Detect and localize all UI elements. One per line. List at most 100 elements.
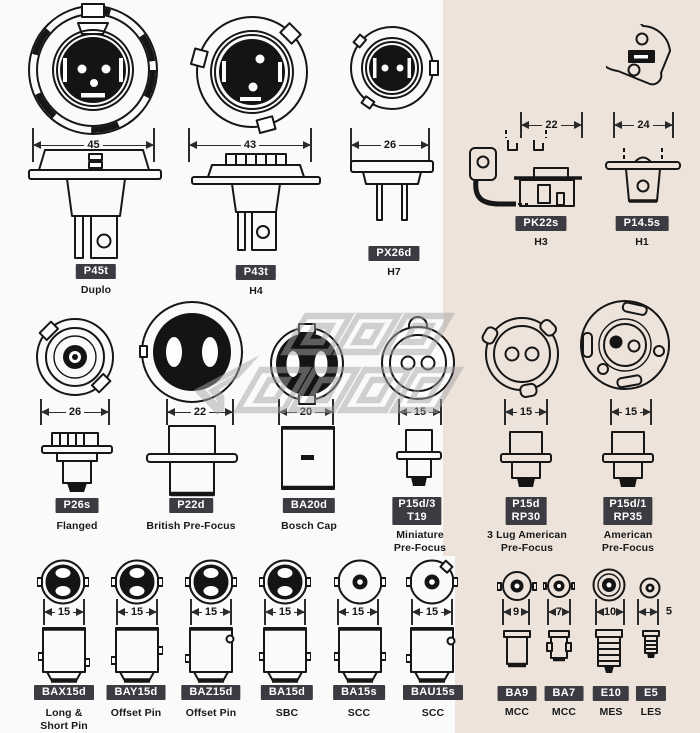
p15d1-rp35-face-view: [580, 300, 670, 390]
p15d-rp30-side-view: [500, 431, 552, 487]
dimension-pk22s: 22: [520, 112, 583, 138]
caption-ba15s: SCC: [347, 707, 371, 719]
badge-ba15s: BA15s: [333, 685, 385, 700]
p14-5s-face-view: [606, 24, 671, 86]
badge-ba7: BA7: [544, 686, 584, 701]
dimension-e5: 5: [637, 599, 672, 625]
caption-bax15d: Long & Short Pin: [40, 707, 88, 732]
dim-value: 22: [193, 405, 207, 418]
px26d-side-view: [350, 160, 434, 221]
p22d-face-view: [139, 301, 243, 403]
watermark-logo: [193, 312, 464, 415]
dim-value: 15: [57, 605, 71, 618]
ba15d-side-view: [259, 627, 311, 683]
dimension-ba7: 7: [547, 599, 571, 625]
dimension-p26s: 26: [40, 399, 110, 425]
badge-p22d: P22d: [169, 498, 213, 513]
badge-ba20d: BA20d: [282, 498, 336, 513]
dim-value: 15: [278, 605, 292, 618]
dim-value: 15: [519, 405, 533, 418]
badge-p26s: P26s: [55, 498, 99, 513]
caption-ba9: MCC: [504, 706, 530, 718]
badge-bay15d: BAY15d: [106, 685, 166, 700]
caption-p15d-rp30: 3 Lug American Pre-Focus: [487, 529, 567, 554]
p14-5s-side-view: [605, 148, 681, 203]
dim-value: 15: [204, 605, 218, 618]
badge-ba15d: BA15d: [260, 685, 314, 700]
p15d-rp30-face-view: [481, 317, 559, 398]
badge-pk22s: PK22s: [515, 216, 567, 231]
ba15s-face-view: [334, 559, 386, 605]
caption-p15d3: Miniature Pre-Focus: [393, 529, 447, 554]
dimension-ba15s: 15: [337, 599, 379, 625]
dimension-baz15d: 15: [190, 599, 232, 625]
caption-bau15s: SCC: [421, 707, 445, 719]
badge-px26d: PX26d: [368, 246, 420, 261]
ba9-side-view: [503, 630, 531, 668]
dimension-p14-5s: 24: [613, 112, 674, 138]
caption-baz15d: Offset Pin: [185, 707, 237, 719]
dimension-bax15d: 15: [43, 599, 85, 625]
e10-side-view: [595, 629, 623, 673]
dim-value: 15: [351, 605, 365, 618]
p43t-face-view: [190, 16, 308, 134]
ba15s-side-view: [334, 627, 386, 683]
dimension-bay15d: 15: [116, 599, 158, 625]
e5-side-view: [642, 630, 660, 658]
p45t-side-view: [28, 149, 162, 259]
dim-value: 10: [603, 605, 617, 618]
bau15s-side-view: [406, 627, 456, 683]
caption-ba15d: SBC: [275, 707, 299, 719]
e10-face-view: [592, 568, 626, 602]
dimension-p45t: 45: [32, 128, 155, 162]
dimension-p15d1-rp35: 15: [610, 399, 652, 425]
badge-baz15d: BAZ15d: [181, 685, 241, 700]
caption-p15d1-rp35: American Pre-Focus: [601, 529, 655, 554]
bax15d-side-view: [38, 627, 90, 683]
p15d1-rp35-side-view: [602, 431, 654, 487]
px26d-face-view: [350, 26, 439, 110]
badge-p45t: P45t: [75, 264, 117, 279]
p22d-side-view: [146, 425, 238, 497]
dimension-p15d-rp30: 15: [504, 399, 548, 425]
caption-p45t: Duplo: [80, 284, 112, 296]
caption-p26s: Flanged: [56, 520, 98, 532]
dim-value: 15: [130, 605, 144, 618]
dim-value: 9: [512, 605, 520, 618]
p26s-face-view: [36, 318, 114, 396]
caption-bay15d: Offset Pin: [110, 707, 162, 719]
p15d3-side-view: [396, 429, 442, 486]
caption-e5: LES: [640, 706, 662, 718]
badge-bau15s: BAU15s: [403, 685, 463, 700]
baz15d-side-view: [185, 627, 235, 683]
ba20d-side-view: [281, 426, 335, 490]
caption-ba7: MCC: [551, 706, 577, 718]
caption-p43t: H4: [249, 285, 263, 297]
caption-ba20d: Bosch Cap: [281, 520, 337, 532]
p26s-side-view: [41, 432, 113, 492]
bay15d-side-view: [111, 627, 163, 683]
caption-pk22s: H3: [534, 236, 548, 248]
p43t-side-view: [191, 153, 321, 251]
ba15d-face-view: [259, 559, 311, 605]
bay15d-face-view: [111, 559, 163, 605]
dim-value: 7: [555, 605, 563, 618]
badge-e10: E10: [592, 686, 630, 701]
bau15s-face-view: [406, 559, 458, 605]
dim-value: 5: [665, 605, 672, 618]
dimension-bau15s: 15: [411, 599, 453, 625]
dim-value: 43: [243, 138, 257, 151]
dim-value: 26: [68, 405, 82, 418]
p45t-face-view: [28, 3, 158, 135]
dim-value: 22: [545, 118, 558, 131]
e5-face-view: [639, 577, 661, 599]
dim-value: 45: [87, 138, 100, 151]
caption-p22d: British Pre-Focus: [146, 520, 236, 532]
caption-e10: MES: [599, 706, 623, 718]
ba9-face-view: [497, 571, 537, 601]
ba7-face-view: [543, 574, 575, 598]
dim-value: 15: [425, 605, 439, 618]
dim-value: 26: [383, 138, 397, 151]
